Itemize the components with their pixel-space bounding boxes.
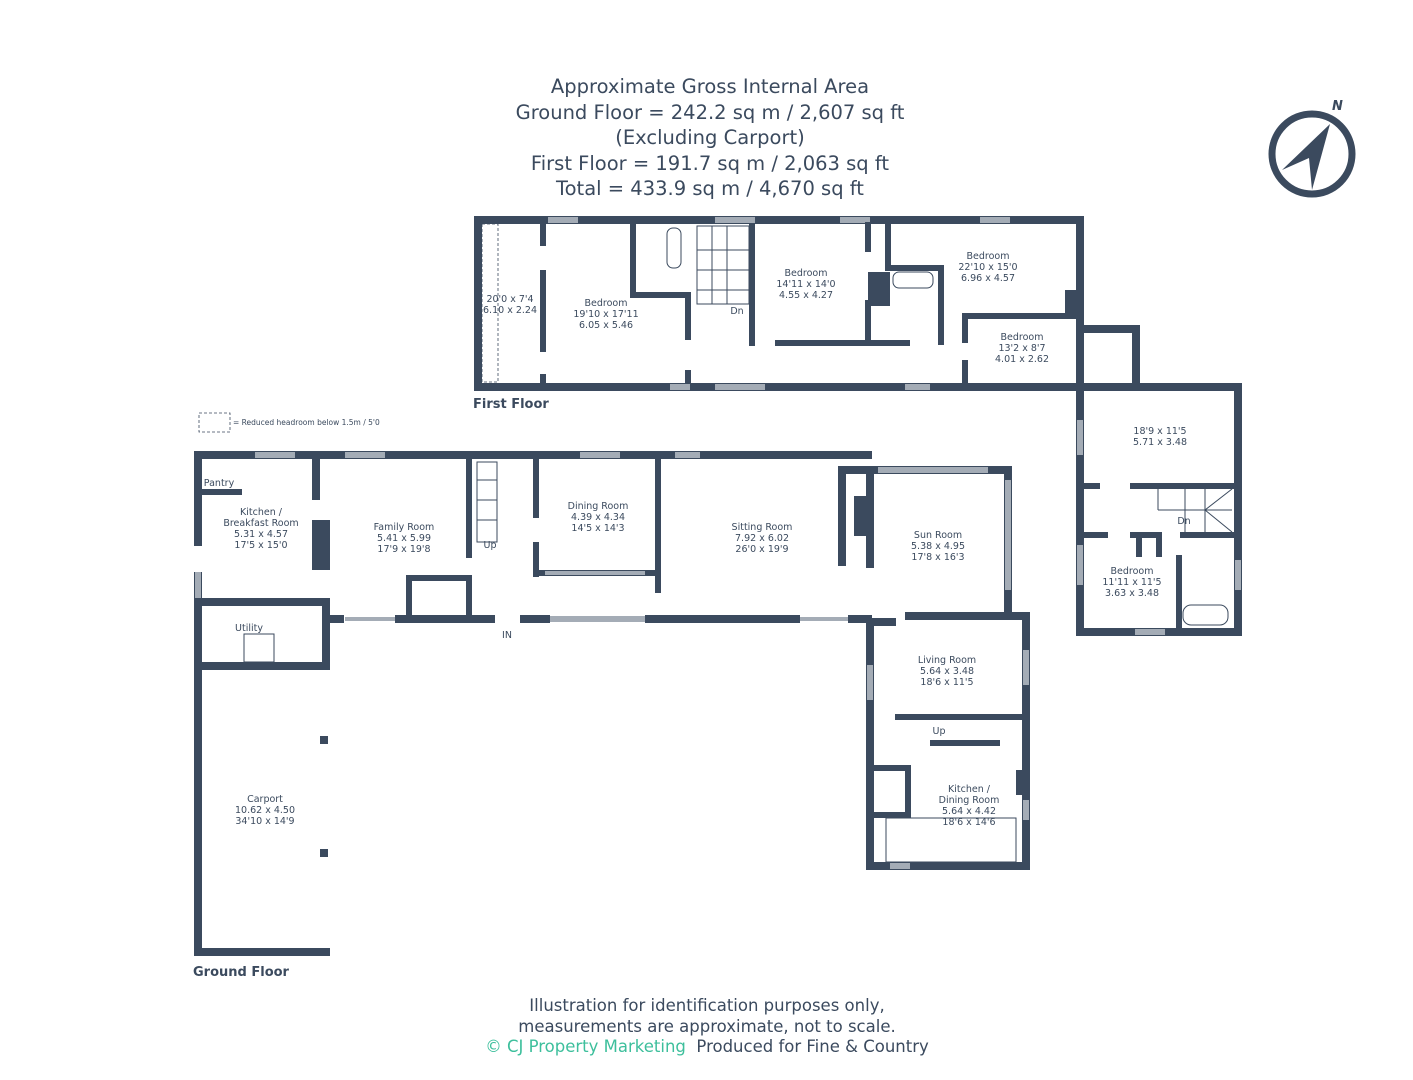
room-dims: 5.64 x 3.48 xyxy=(920,666,974,677)
room-dims: 5.31 x 4.57 xyxy=(234,529,288,540)
room-name: Carport xyxy=(247,794,283,805)
room-dims: 18'6 x 14'6 xyxy=(942,817,995,828)
pantry-label: Pantry xyxy=(204,478,235,489)
entrance-label: IN xyxy=(502,630,512,641)
room-dims: 17'8 x 16'3 xyxy=(911,552,964,563)
legend-text: = Reduced headroom below 1.5m / 5'0 xyxy=(233,418,380,427)
room-name: Family Room xyxy=(374,522,435,533)
room-dims: 6.05 x 5.46 xyxy=(579,320,633,331)
room-dims: 4.55 x 4.27 xyxy=(779,290,833,301)
room-name: Breakfast Room xyxy=(223,518,298,529)
room-dims: 3.63 x 3.48 xyxy=(1105,588,1159,599)
room-name: Bedroom xyxy=(967,251,1010,262)
compass-north-label: N xyxy=(1332,99,1343,114)
legend: = Reduced headroom below 1.5m / 5'0 xyxy=(198,412,380,433)
first-floor-area: First Floor = 191.7 sq m / 2,063 sq ft xyxy=(530,151,890,175)
room-dims: 18'9 x 11'5 xyxy=(1133,426,1186,437)
room-dims: 22'10 x 15'0 xyxy=(958,262,1017,273)
disclaimer: Illustration for identification purposes… xyxy=(400,996,1014,1058)
reduced-headroom-swatch xyxy=(198,412,231,433)
room-dims: 14'11 x 14'0 xyxy=(776,279,835,290)
room-dims: 5.64 x 4.42 xyxy=(942,806,996,817)
room-dims: 17'9 x 19'8 xyxy=(377,544,430,555)
room-dims: 18'6 x 11'5 xyxy=(920,677,973,688)
first-floor-plan: 20'0 x 7'4 6.10 x 2.24 Bedroom 19'10 x 1… xyxy=(473,216,1242,636)
stairs-up-label: Up xyxy=(484,540,497,551)
room-name: Dining Room xyxy=(568,501,629,512)
room-name: Bedroom xyxy=(1111,566,1154,577)
credits: © CJ Property Marketing Produced for Fin… xyxy=(400,1037,1014,1058)
room-dims: 4.39 x 4.34 xyxy=(571,512,625,523)
room-dims: 5.38 x 4.95 xyxy=(911,541,965,552)
room-name: Living Room xyxy=(918,655,976,666)
first-floor-label: First Floor xyxy=(473,397,549,412)
room-dims: 6.96 x 4.57 xyxy=(961,273,1015,284)
room-name: Sitting Room xyxy=(732,522,793,533)
room-dims: 10.62 x 4.50 xyxy=(235,805,295,816)
stairs-up-label: Up xyxy=(933,726,946,737)
copyright-brand: © CJ Property Marketing xyxy=(485,1037,686,1056)
produced-for: Produced for Fine & Country xyxy=(696,1037,929,1056)
room-dims: 34'10 x 14'9 xyxy=(235,816,294,827)
room-dims: 17'5 x 15'0 xyxy=(234,540,287,551)
stairs-down-label: Dn xyxy=(730,306,743,317)
carport-note: (Excluding Carport) xyxy=(615,126,805,149)
room-dims: 14'5 x 14'3 xyxy=(571,523,624,534)
room-dims: 7.92 x 6.02 xyxy=(735,533,789,544)
room-dims: 4.01 x 2.62 xyxy=(995,354,1049,365)
room-dims: 19'10 x 17'11 xyxy=(573,309,638,320)
room-name: Kitchen / xyxy=(948,784,991,795)
disclaimer-line-1: Illustration for identification purposes… xyxy=(529,996,885,1015)
total-area: Total = 433.9 sq m / 4,670 sq ft xyxy=(556,177,864,200)
north-arrow-icon: N xyxy=(1268,99,1356,198)
room-dims: 13'2 x 8'7 xyxy=(998,343,1045,354)
area-title: Approximate Gross Internal Area xyxy=(550,75,870,98)
room-dims: 20'0 x 7'4 xyxy=(486,294,533,305)
ground-floor-plan: Kitchen / Breakfast Room 5.31 x 4.57 17'… xyxy=(193,451,1030,980)
area-summary: Approximate Gross Internal Area Ground F… xyxy=(410,74,1010,202)
ground-floor-area: Ground Floor = 242.2 sq m / 2,607 sq ft xyxy=(515,100,905,124)
room-name: Sun Room xyxy=(914,530,962,541)
room-name: Dining Room xyxy=(939,795,1000,806)
room-dims: 11'11 x 11'5 xyxy=(1102,577,1161,588)
disclaimer-line-2: measurements are approximate, not to sca… xyxy=(518,1016,896,1036)
room-dims: 26'0 x 19'9 xyxy=(735,544,788,555)
ground-floor-label: Ground Floor xyxy=(193,965,290,980)
room-name: Kitchen / xyxy=(240,507,283,518)
room-dims: 5.41 x 5.99 xyxy=(377,533,431,544)
room-name: Bedroom xyxy=(785,268,828,279)
utility-label: Utility xyxy=(235,623,263,634)
room-dims: 6.10 x 2.24 xyxy=(483,305,537,316)
room-dims: 5.71 x 3.48 xyxy=(1133,437,1187,448)
room-name: Bedroom xyxy=(585,298,628,309)
room-name: Bedroom xyxy=(1001,332,1044,343)
stairs-down-label: Dn xyxy=(1177,516,1190,527)
